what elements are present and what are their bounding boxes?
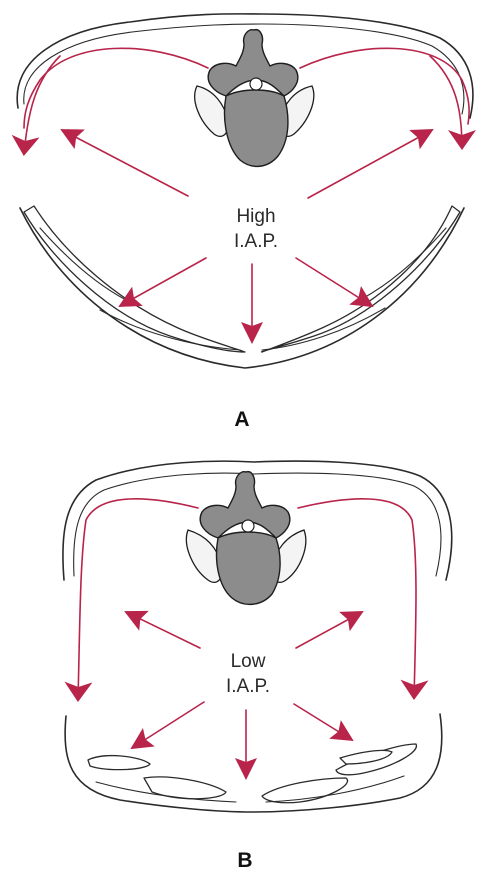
muscle-layer-right-a	[262, 206, 460, 352]
iap-label-line2-a: I.A.P.	[234, 231, 278, 252]
arrow-side-left-b	[78, 499, 198, 700]
vertebra-a	[195, 30, 314, 167]
pressure-line-left-a	[24, 48, 208, 128]
arrow-down-left-a	[120, 258, 206, 306]
arrow-down-left-b	[132, 702, 204, 748]
panel-b: Low I.A.P. B	[63, 461, 452, 872]
muscle-layer-left-a	[24, 206, 245, 352]
arrow-down-right-b	[294, 704, 352, 740]
vertebra-body-b	[217, 532, 281, 604]
panel-letter-a: A	[234, 408, 249, 431]
muscle-upper-left-b	[88, 756, 150, 770]
arrow-up-right-b	[296, 612, 362, 648]
arrow-up-left-b	[126, 612, 200, 648]
iap-label-line1-b: Low	[231, 651, 266, 672]
anterior-wall-b	[65, 714, 442, 812]
arrow-down-right-a	[296, 258, 372, 306]
iap-label-line1-a: High	[236, 206, 275, 227]
pressure-line-right-a	[300, 48, 469, 124]
muscle-lower-left-b	[144, 777, 226, 799]
panel-letter-b: B	[237, 849, 252, 872]
arrow-up-right-a	[308, 130, 432, 198]
arrow-corner-left-a	[24, 56, 60, 154]
panel-a: High I.A.P. A	[17, 14, 473, 431]
vertebra-b	[186, 472, 305, 605]
arrow-up-left-a	[62, 130, 188, 196]
iap-label-line2-b: I.A.P.	[226, 676, 270, 697]
arrow-side-right-b	[298, 499, 416, 698]
vertebra-body-a	[225, 90, 288, 166]
